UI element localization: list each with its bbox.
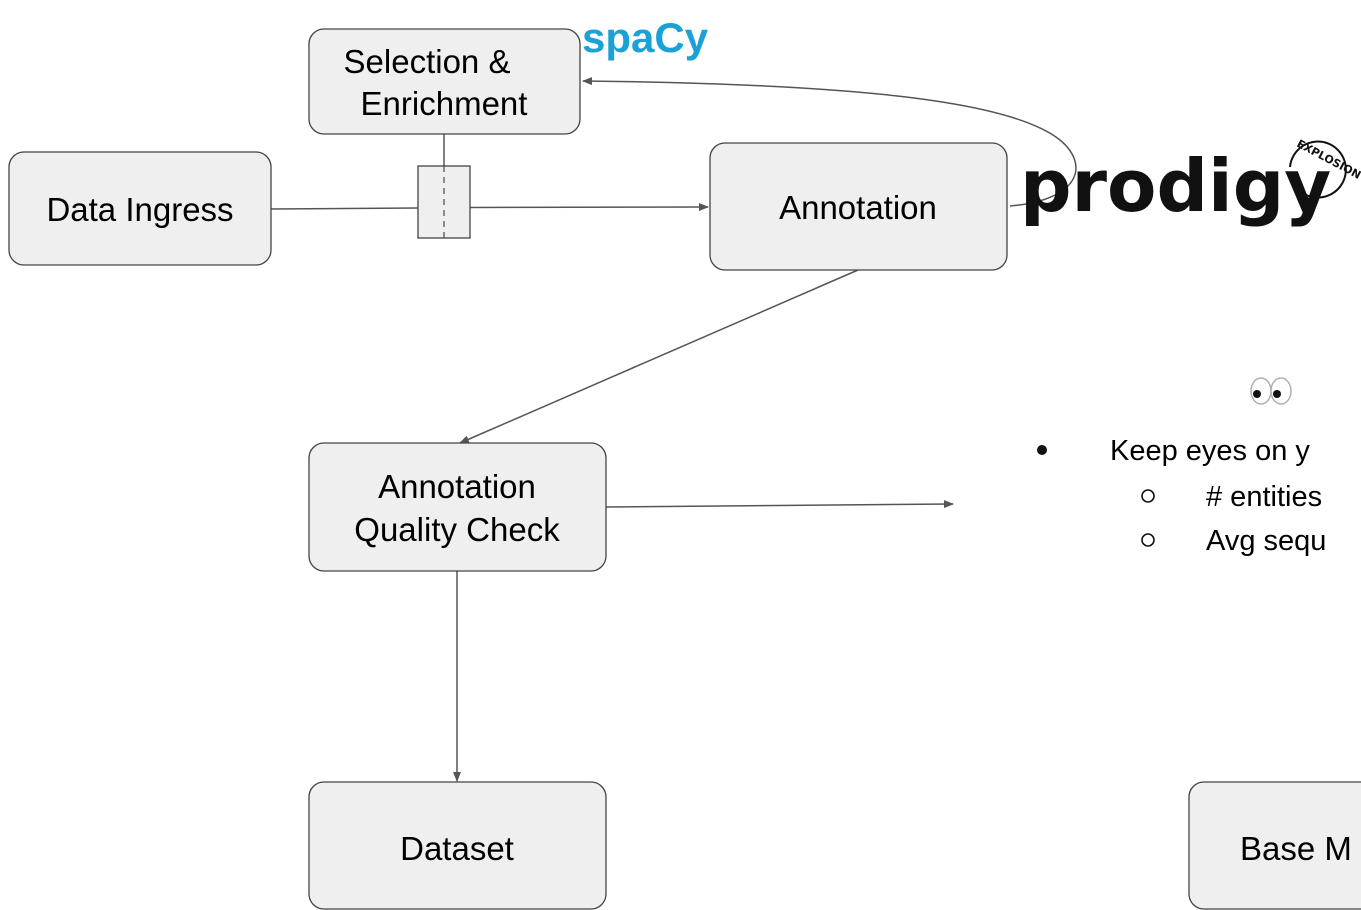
annotation-label: Annotation <box>779 189 937 226</box>
dataset-label: Dataset <box>400 830 514 867</box>
quality-label-line1: Annotation <box>378 468 536 505</box>
edge-quality-to-notes <box>605 500 954 509</box>
edge-annotation-to-selection <box>582 77 1077 207</box>
selection-label-line1: Selection & <box>344 43 511 80</box>
bullet-dot <box>1037 445 1047 455</box>
data-ingress-node[interactable]: Data Ingress <box>8 151 272 266</box>
spacy-logo: spaCy <box>582 14 709 61</box>
prodigy-logo: prodigy EXPLOSION <box>1020 137 1361 228</box>
eyes-icon: 👀 <box>1250 377 1292 405</box>
enrichment-splitter <box>417 165 471 239</box>
dataset-node[interactable]: Dataset <box>308 781 607 910</box>
notes-sub-item: # entities <box>1206 481 1322 513</box>
edge-ingress-to-splitter <box>270 207 419 210</box>
selection-label-line2: Enrichment <box>361 85 528 122</box>
prodigy-wordmark: prodigy <box>1020 144 1331 228</box>
notes-bullet-text: Keep eyes on y <box>1110 435 1310 467</box>
quality-label-line2: Quality Check <box>354 511 560 548</box>
annotation-node[interactable]: Annotation <box>709 142 1008 271</box>
base-model-node[interactable]: Base M <box>1188 781 1361 910</box>
notes-sub-item: Avg sequ <box>1206 525 1326 557</box>
sub-bullet-circle <box>1141 489 1155 503</box>
notes-list: Keep eyes on y # entities Avg sequ <box>1037 435 1326 557</box>
base-model-label: Base M <box>1240 830 1352 867</box>
sub-bullet-circle <box>1141 533 1155 547</box>
selection-enrichment-node[interactable]: Selection & Enrichment <box>308 28 581 135</box>
data-ingress-label: Data Ingress <box>46 191 233 228</box>
quality-check-node[interactable]: Annotation Quality Check <box>308 442 607 572</box>
edge-annotation-to-quality <box>459 269 859 444</box>
edge-splitter-to-annotation <box>469 203 709 212</box>
